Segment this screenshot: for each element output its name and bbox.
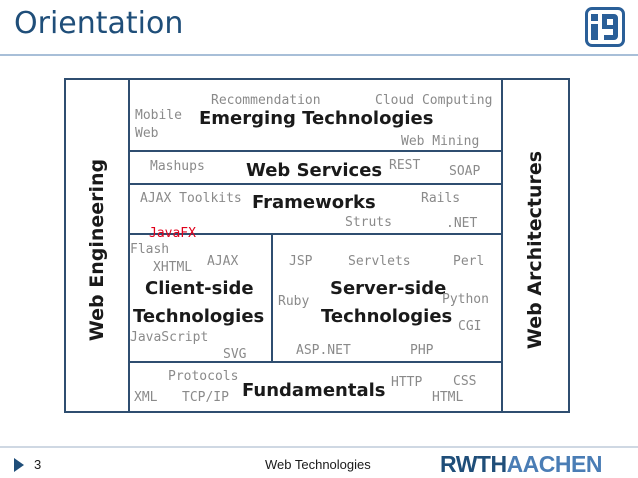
keyword-soap: SOAP xyxy=(449,164,481,179)
footer-triangle-icon xyxy=(14,458,24,472)
footer-title: Web Technologies xyxy=(265,457,371,472)
server-side-title-line1: Server-side xyxy=(330,278,447,299)
keyword-python: Python xyxy=(442,292,489,307)
keyword-xhtml: XHTML xyxy=(153,260,193,275)
rwth-logo-light: AACHEN xyxy=(506,451,603,477)
keyword-svg: SVG xyxy=(223,347,247,362)
keyword-struts: Struts xyxy=(345,215,392,230)
frameworks-title: Frameworks xyxy=(252,192,376,213)
keyword-http: HTTP xyxy=(391,375,423,390)
keyword-flash: Flash xyxy=(130,242,170,257)
keyword-html: HTML xyxy=(432,390,464,405)
keyword-ajax: AJAX xyxy=(207,254,239,269)
web-architectures-label: Web Architectures xyxy=(524,150,546,350)
keyword-rest: REST xyxy=(389,158,421,173)
keyword-web-mining: Web Mining xyxy=(401,134,480,149)
client-side-title-line2: Technologies xyxy=(133,306,265,327)
rwth-aachen-logo: RWTHAACHEN xyxy=(440,451,602,478)
keyword-css: CSS xyxy=(453,374,477,389)
keyword-protocols: Protocols xyxy=(168,369,239,384)
rwth-logo-bold: RWTH xyxy=(440,451,507,477)
keyword-cgi: CGI xyxy=(458,319,482,334)
keyword-mobile-web-line2: Web xyxy=(135,126,159,141)
keyword-javascript: JavaScript xyxy=(130,330,209,345)
keyword-recommendation: Recommendation xyxy=(211,93,321,108)
footer-divider xyxy=(0,446,638,448)
keyword-aspnet: ASP.NET xyxy=(296,343,351,358)
web-services-title: Web Services xyxy=(246,160,383,181)
client-side-title-line1: Client-side xyxy=(145,278,254,299)
keyword-servlets: Servlets xyxy=(348,254,411,269)
keyword-ajax-toolkits: AJAX Toolkits xyxy=(140,191,242,206)
keyword-cloud-computing: Cloud Computing xyxy=(375,93,493,108)
page-title: Orientation xyxy=(14,6,184,41)
institute-logo-icon xyxy=(585,7,625,47)
keyword-mashups: Mashups xyxy=(150,159,205,174)
web-engineering-label: Web Engineering xyxy=(86,158,108,342)
keyword-ruby: Ruby xyxy=(278,294,310,309)
keyword-php: PHP xyxy=(410,343,434,358)
header-divider xyxy=(0,54,638,56)
keyword-dotnet: .NET xyxy=(446,216,478,231)
emerging-technologies-title: Emerging Technologies xyxy=(199,108,434,129)
server-side-title-line2: Technologies xyxy=(321,306,453,327)
keyword-tcpip: TCP/IP xyxy=(182,390,229,405)
keyword-javafx: JavaFX xyxy=(149,226,196,241)
fundamentals-box xyxy=(128,361,503,413)
keyword-mobile-web-line1: Mobile xyxy=(135,108,182,123)
keyword-rails: Rails xyxy=(421,191,461,206)
page-number: 3 xyxy=(34,457,42,472)
fundamentals-title: Fundamentals xyxy=(242,380,386,401)
keyword-xml: XML xyxy=(134,390,158,405)
keyword-perl: Perl xyxy=(453,254,485,269)
keyword-jsp: JSP xyxy=(289,254,313,269)
